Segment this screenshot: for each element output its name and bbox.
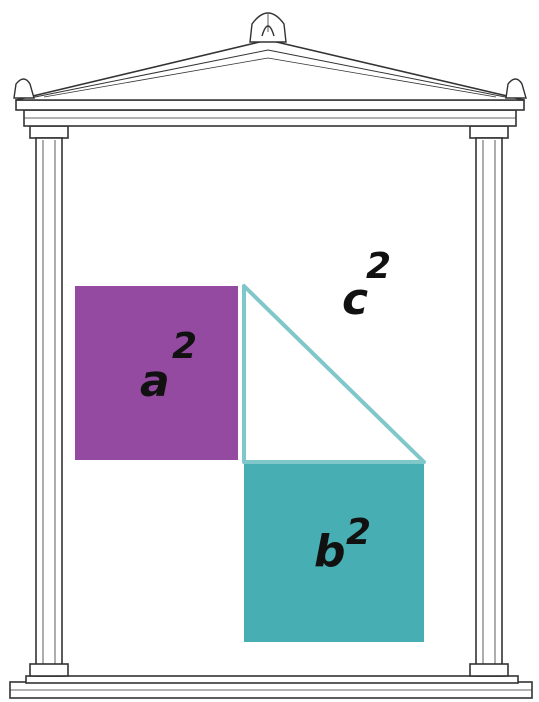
acroterion-right <box>505 78 527 99</box>
square-a-squared <box>75 286 238 460</box>
label-c-exponent: 2 <box>366 246 391 287</box>
right-triangle <box>242 284 426 464</box>
label-a-exponent: 2 <box>172 326 197 367</box>
label-b: b <box>314 526 346 577</box>
right-column <box>469 125 509 677</box>
acroterion-top <box>249 12 287 43</box>
left-column <box>29 125 69 677</box>
entablature <box>15 99 525 127</box>
label-b-exponent: 2 <box>346 512 371 553</box>
pediment <box>15 39 525 101</box>
acroterion-left <box>13 78 35 99</box>
temple-base <box>9 675 533 699</box>
label-a: a <box>140 356 170 407</box>
square-b-squared <box>244 464 424 642</box>
label-c: c <box>342 274 368 325</box>
